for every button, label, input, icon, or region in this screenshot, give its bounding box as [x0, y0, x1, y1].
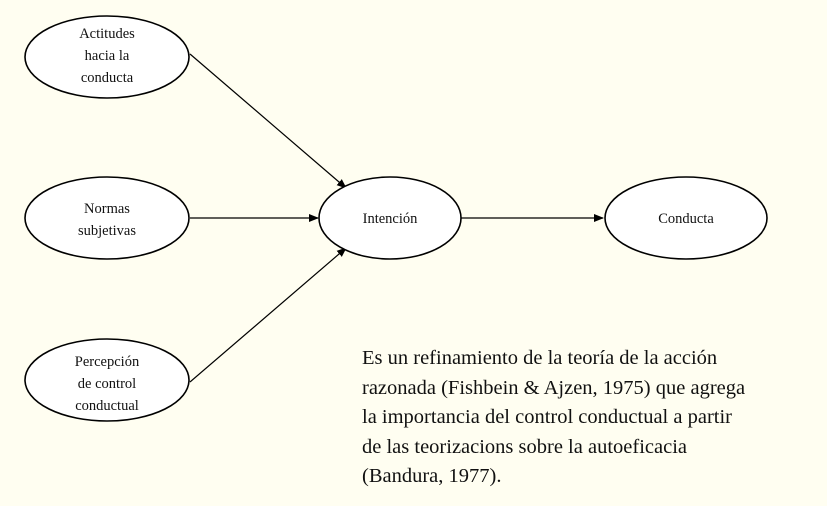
edge-percepcion-intencion — [189, 247, 347, 383]
node-conducta-label: Conducta — [658, 211, 714, 227]
node-percepcion-label-line-1: Percepción — [75, 354, 140, 370]
node-intencion: Intención — [318, 176, 462, 260]
node-actitudes: Actitudes hacia la conducta — [24, 15, 190, 99]
node-percepcion-label-line-2: de control — [78, 376, 136, 392]
node-normas-label-line-2: subjetivas — [78, 223, 136, 239]
node-normas-label-line-1: Normas — [84, 201, 130, 217]
description-line-1: Es un refinamiento de la teoría de la ac… — [362, 347, 718, 369]
description-line-2: razonada (Fishbein & Ajzen, 1975) que ag… — [362, 376, 746, 399]
node-actitudes-label-line-1: Actitudes — [79, 26, 135, 42]
description-line-3: la importancia del control conductual a … — [362, 406, 732, 428]
description-line-4: de las teorizacions sobre la autoeficaci… — [362, 435, 687, 458]
node-actitudes-label-line-2: hacia la — [85, 48, 130, 64]
node-normas: Normas subjetivas — [24, 176, 190, 260]
description-line-5: (Bandura, 1977). — [362, 465, 502, 487]
node-percepcion-label-line-3: conductual — [75, 398, 139, 414]
node-intencion-label: Intención — [363, 211, 419, 227]
node-actitudes-label-line-3: conducta — [81, 70, 134, 86]
description-paragraph: Es un refinamiento de la teoría de la ac… — [362, 344, 822, 492]
node-conducta: Conducta — [604, 176, 768, 260]
edge-actitudes-intencion — [189, 53, 347, 189]
node-percepcion: Percepción de control conductual — [24, 338, 190, 422]
